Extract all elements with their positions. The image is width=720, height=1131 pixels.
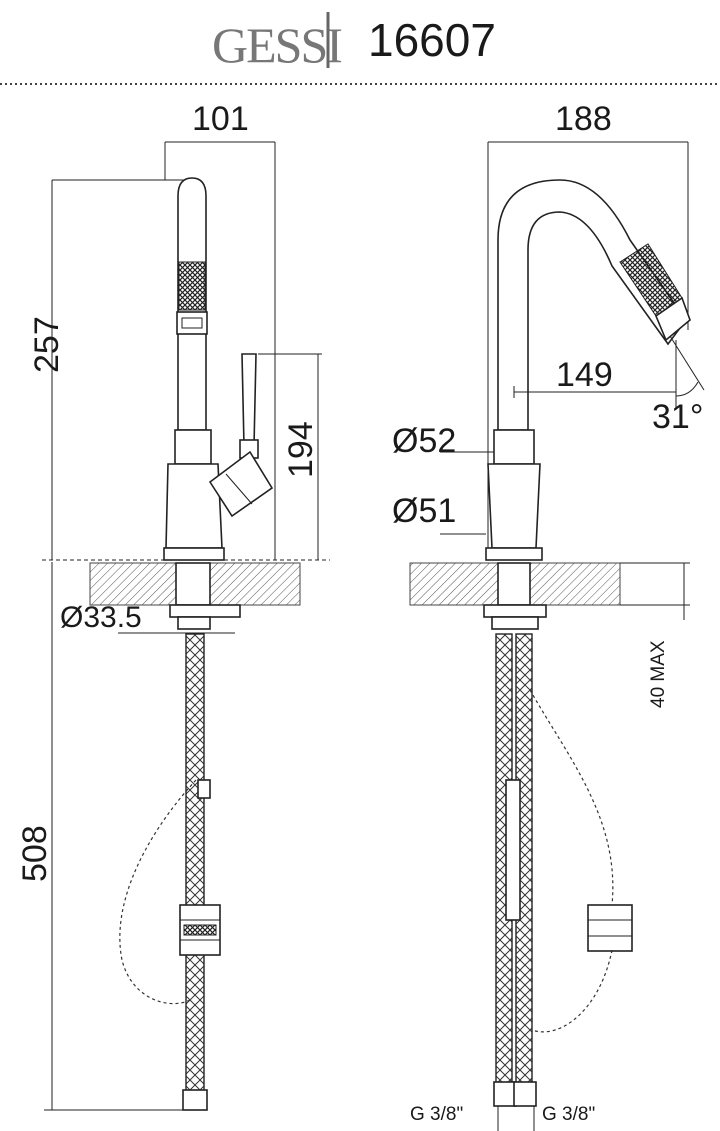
side-total-height-dim: 257 [28,316,66,373]
model-number: 16607 [368,14,496,66]
front-hose-weight [587,904,633,952]
spout-collar [174,429,212,465]
front-reach-dim: 149 [556,356,613,394]
left-connection-label: G 3/8" [410,1104,463,1125]
mounting-bracket [169,604,241,618]
side-hole-diameter-dim: Ø33.5 [60,601,142,634]
side-lever-height-dim: 194 [282,421,320,478]
front-tap-body [487,463,541,549]
right-connection-label: G 3/8" [542,1104,595,1125]
side-hose [185,633,205,1095]
front-pullout-hose-loop [529,689,614,1033]
brand-logo: GESSI [212,17,341,73]
front-top-diameter-dim: Ø52 [392,422,456,460]
front-view: 188 149 31° Ø52 Ø51 40 MAX [392,100,705,1131]
side-view: 101 257 194 Ø33.5 [16,100,330,1111]
side-width-dim: 101 [192,100,249,138]
front-width-dim: 188 [555,100,612,138]
front-collar [493,429,535,465]
tap-body [165,463,223,549]
pullout-hose-loop [119,779,197,1005]
side-hose-length-dim: 508 [16,825,54,882]
spout-grip [178,261,206,311]
lever-cartridge [208,450,274,518]
header: GESSI 16607 [0,12,720,85]
lever-handle [241,353,257,447]
front-base-diameter-dim: Ø51 [392,492,456,530]
front-angle-dim: 31° [652,398,703,436]
front-max-deck-dim: 40 MAX [648,640,669,708]
